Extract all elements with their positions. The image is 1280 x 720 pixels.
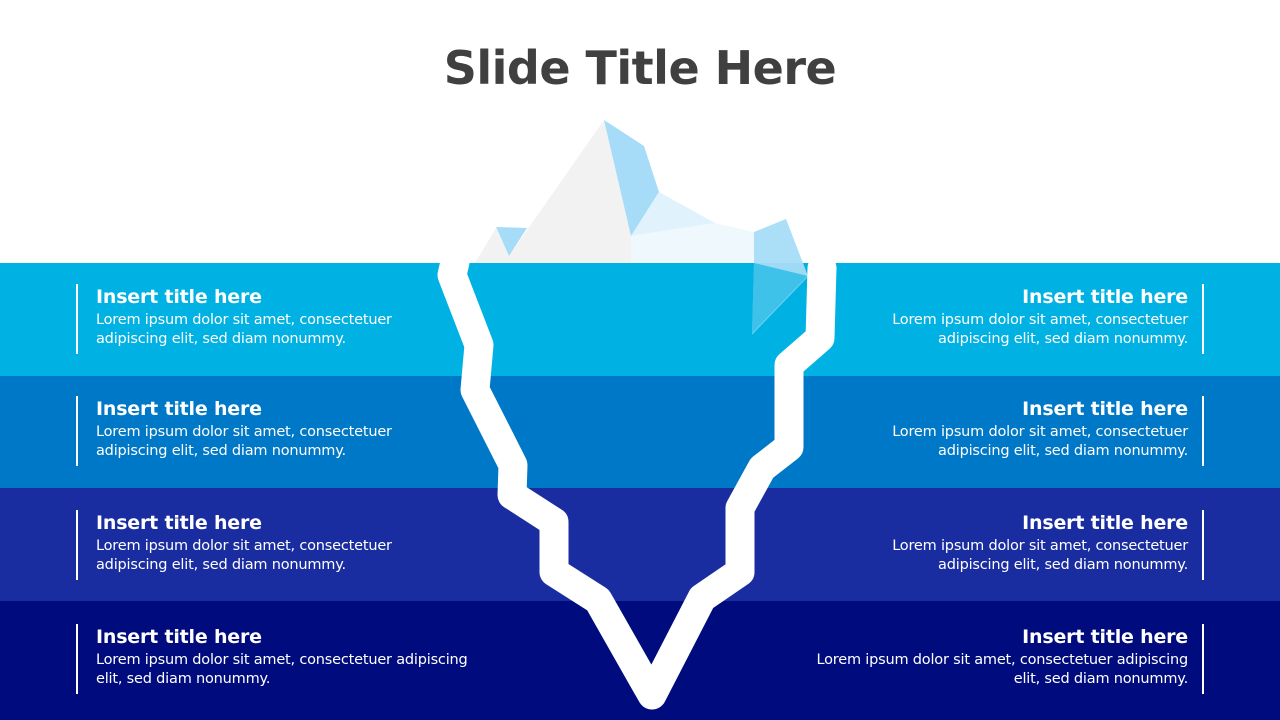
layer-1-right-title: Insert title here [1022, 286, 1188, 308]
layer-3-right-text-block: Insert title here Lorem ipsum dolor sit … [784, 510, 1204, 580]
accent-bar [1202, 396, 1204, 466]
layer-2-left-title: Insert title here [96, 398, 262, 420]
water-band-3 [0, 488, 1280, 601]
layer-3-left-body: Lorem ipsum dolor sit amet, consectetuer… [96, 538, 392, 573]
slide-title: Slide Title Here [443, 41, 837, 95]
layer-3-right-body: Lorem ipsum dolor sit amet, consectetuer… [892, 538, 1188, 573]
layer-2-left-text-block: Insert title here Lorem ipsum dolor sit … [76, 396, 496, 466]
water-band-2 [0, 376, 1280, 488]
accent-bar [1202, 284, 1204, 354]
accent-bar [76, 624, 78, 694]
layer-1-left-title: Insert title here [96, 286, 262, 308]
layer-3-right-title: Insert title here [1022, 512, 1188, 534]
layer-1-right-text-block: Insert title here Lorem ipsum dolor sit … [784, 284, 1204, 354]
layer-2-right-title: Insert title here [1022, 398, 1188, 420]
iceberg-tip [475, 120, 809, 335]
accent-bar [1202, 510, 1204, 580]
layer-1-right-body: Lorem ipsum dolor sit amet, consectetuer… [892, 312, 1188, 347]
layer-1-left-body: Lorem ipsum dolor sit amet, consectetuer… [96, 312, 392, 347]
layer-4-right-text-block: Insert title here Lorem ipsum dolor sit … [764, 624, 1204, 694]
water-band-1 [0, 263, 1280, 376]
layer-4-right-body: Lorem ipsum dolor sit amet, consectetuer… [816, 652, 1188, 687]
layer-2-right-body: Lorem ipsum dolor sit amet, consectetuer… [892, 424, 1188, 459]
layer-1-left-text-block: Insert title here Lorem ipsum dolor sit … [76, 284, 496, 354]
layer-3-left-title: Insert title here [96, 512, 262, 534]
layer-3-left-text-block: Insert title here Lorem ipsum dolor sit … [76, 510, 496, 580]
layer-2-right-text-block: Insert title here Lorem ipsum dolor sit … [784, 396, 1204, 466]
accent-bar [76, 284, 78, 354]
layer-4-left-body: Lorem ipsum dolor sit amet, consectetuer… [96, 652, 468, 687]
iceberg-outline [437, 247, 837, 710]
layer-4-left-title: Insert title here [96, 626, 262, 648]
layer-4-left-text-block: Insert title here Lorem ipsum dolor sit … [76, 624, 516, 694]
layer-4-right-title: Insert title here [1022, 626, 1188, 648]
layer-2-left-body: Lorem ipsum dolor sit amet, consectetuer… [96, 424, 392, 459]
accent-bar [76, 396, 78, 466]
accent-bar [76, 510, 78, 580]
accent-bar [1202, 624, 1204, 694]
